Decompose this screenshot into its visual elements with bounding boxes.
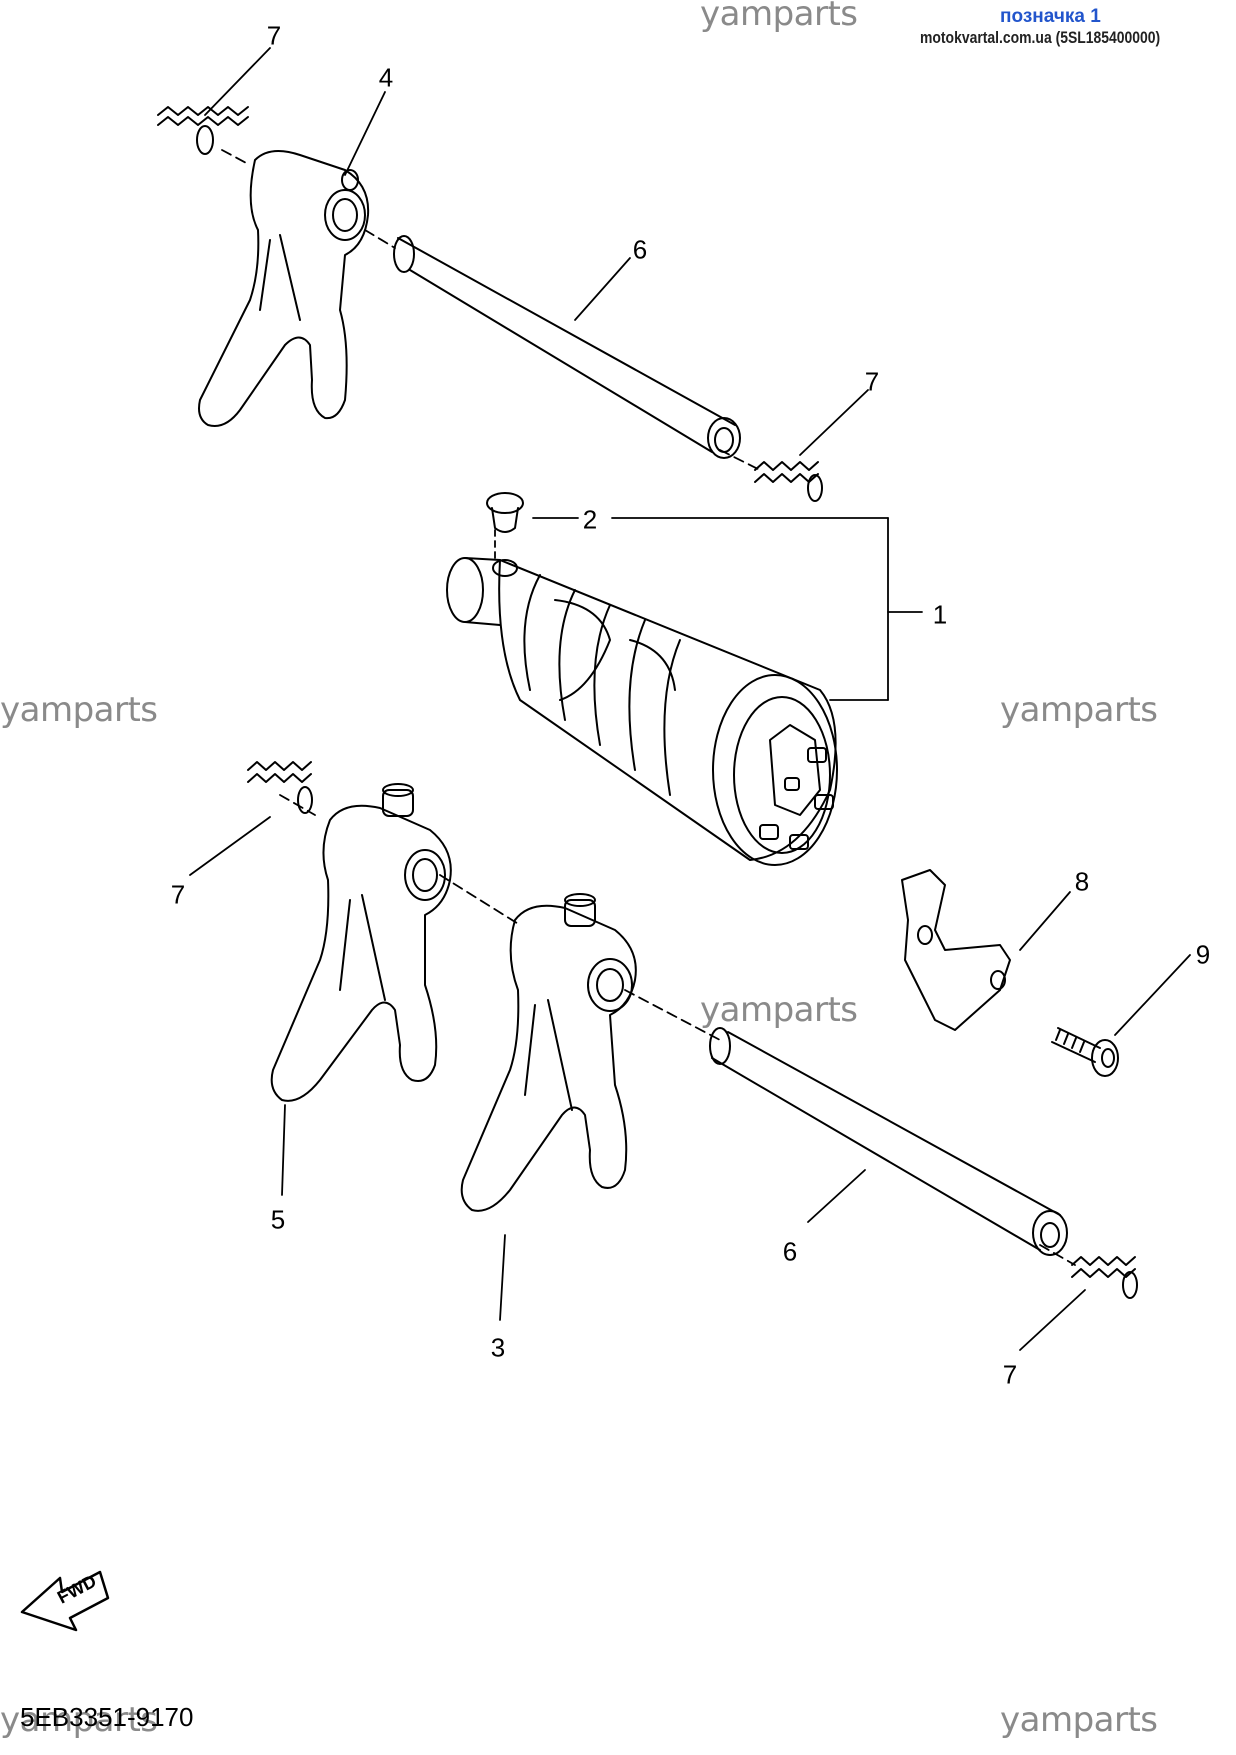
callout-2: 2 bbox=[582, 504, 598, 535]
callout-8: 8 bbox=[1074, 866, 1090, 897]
watermark-left: yamparts bbox=[0, 690, 158, 730]
spring-top-left bbox=[157, 106, 249, 155]
watermark-bottom-left: yamparts bbox=[0, 1700, 158, 1740]
callout-6-bottom: 6 bbox=[782, 1236, 798, 1267]
callout-9: 9 bbox=[1195, 939, 1211, 970]
shift-drum bbox=[446, 557, 838, 866]
callout-7-top-left: 7 bbox=[266, 20, 282, 51]
callout-3: 3 bbox=[490, 1332, 506, 1363]
leader-lines bbox=[189, 47, 1191, 1351]
stopper-plate bbox=[901, 869, 1011, 1031]
spring-lower-left bbox=[247, 761, 313, 814]
fwd-arrow-icon bbox=[20, 1570, 110, 1632]
callout-1: 1 bbox=[932, 599, 948, 630]
guide-bar-bottom bbox=[709, 1027, 1068, 1256]
watermark-bottom-right: yamparts bbox=[1000, 1700, 1158, 1740]
guide-bar-top bbox=[393, 235, 741, 459]
callout-6-top: 6 bbox=[632, 234, 648, 265]
watermark-top: yamparts bbox=[700, 0, 858, 34]
callout-4: 4 bbox=[378, 62, 394, 93]
shift-fork-5 bbox=[270, 783, 452, 1102]
header-source: motokvartal.com.ua (5SL185400000) bbox=[920, 28, 1161, 47]
bolt bbox=[1051, 1027, 1119, 1077]
watermark-right: yamparts bbox=[1000, 690, 1158, 730]
shift-fork-3 bbox=[460, 893, 637, 1212]
callout-5: 5 bbox=[270, 1204, 286, 1235]
callout-7-bottom-right: 7 bbox=[1002, 1359, 1018, 1390]
callout-7-middle: 7 bbox=[864, 366, 880, 397]
header-link[interactable]: позначка 1 bbox=[1000, 6, 1101, 27]
spring-middle-right bbox=[754, 461, 823, 502]
callout-7-lower-left: 7 bbox=[170, 879, 186, 910]
watermark-center: yamparts bbox=[700, 990, 858, 1030]
dowel-pin bbox=[486, 492, 524, 533]
drum-pins bbox=[759, 747, 834, 850]
shift-fork-4 bbox=[198, 150, 370, 427]
reference-code: 5EB3351-9170 bbox=[20, 1702, 194, 1732]
spring-bottom-right bbox=[1071, 1256, 1138, 1299]
